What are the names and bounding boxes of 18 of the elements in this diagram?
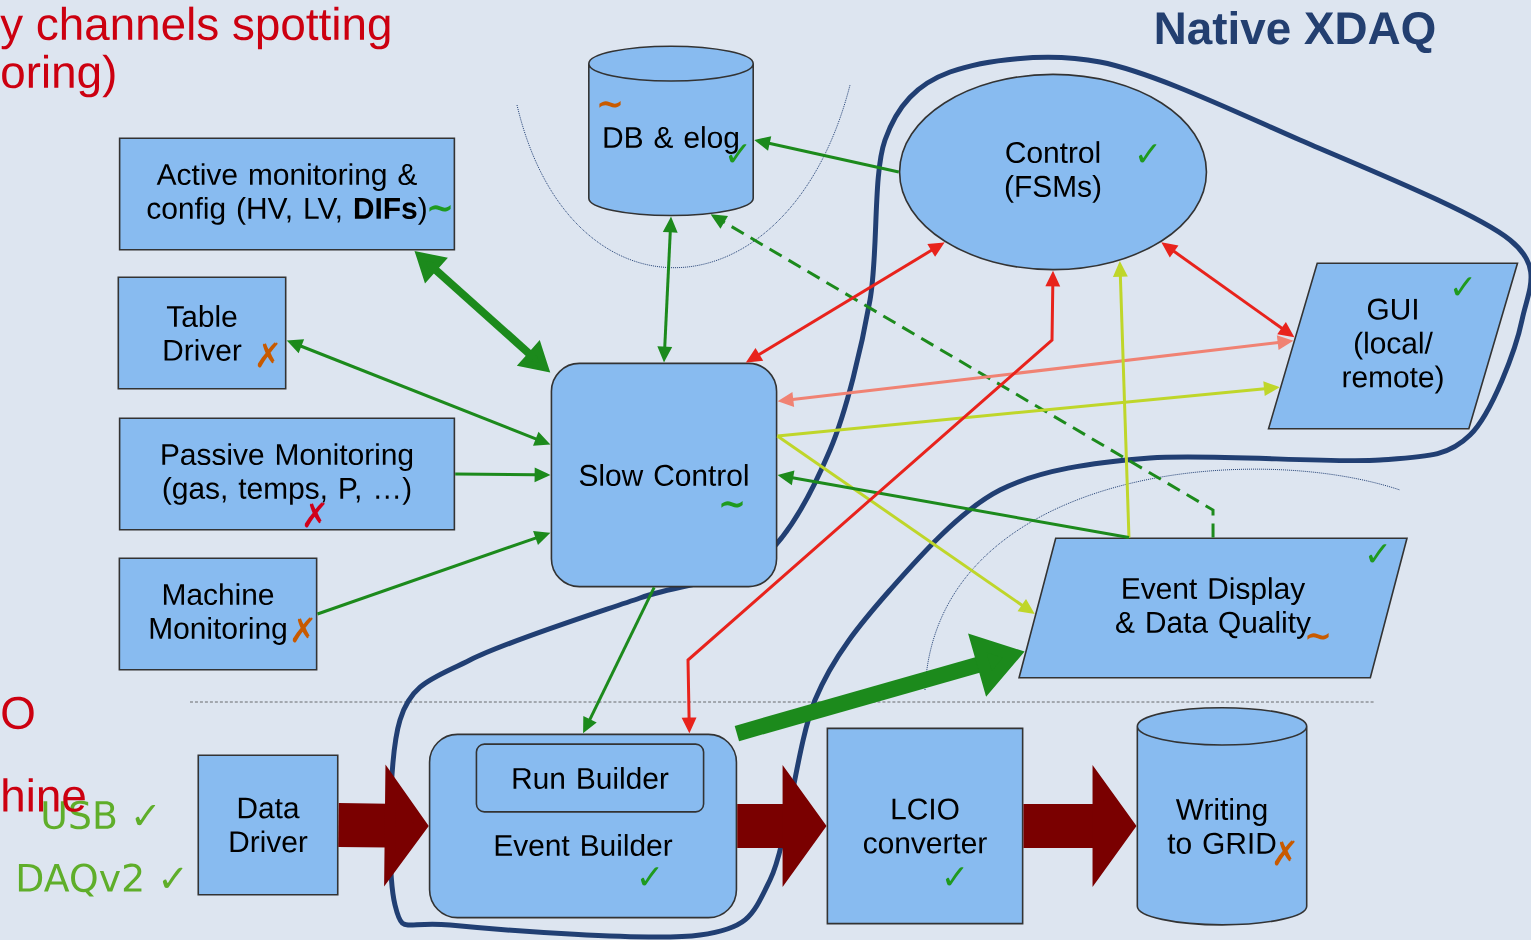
status-mark: ✓ xyxy=(640,867,659,886)
status-mark: ✓ xyxy=(1453,277,1472,296)
status-mark: ✗ xyxy=(257,342,278,368)
status-mark: ~ xyxy=(429,204,451,212)
status-mark: ✓ xyxy=(1368,544,1387,563)
heading: Native XDAQ xyxy=(1156,10,1435,54)
status-mark: ✗ xyxy=(1274,840,1295,866)
slide-text: oring) xyxy=(2,54,115,98)
status-mark: ✓ xyxy=(1138,144,1157,163)
status-label: DAQv2 ✓ xyxy=(18,863,183,897)
status-mark: ✓ xyxy=(945,867,964,886)
status-mark: ✗ xyxy=(292,617,313,643)
slide-text: y channels spotting xyxy=(0,6,390,50)
status-mark: ~ xyxy=(721,500,743,508)
status-mark: ~ xyxy=(599,100,621,108)
slide-text: O xyxy=(2,696,34,730)
process-box: Data Driver xyxy=(197,754,339,896)
run-builder-box: Run Builder xyxy=(475,743,705,813)
